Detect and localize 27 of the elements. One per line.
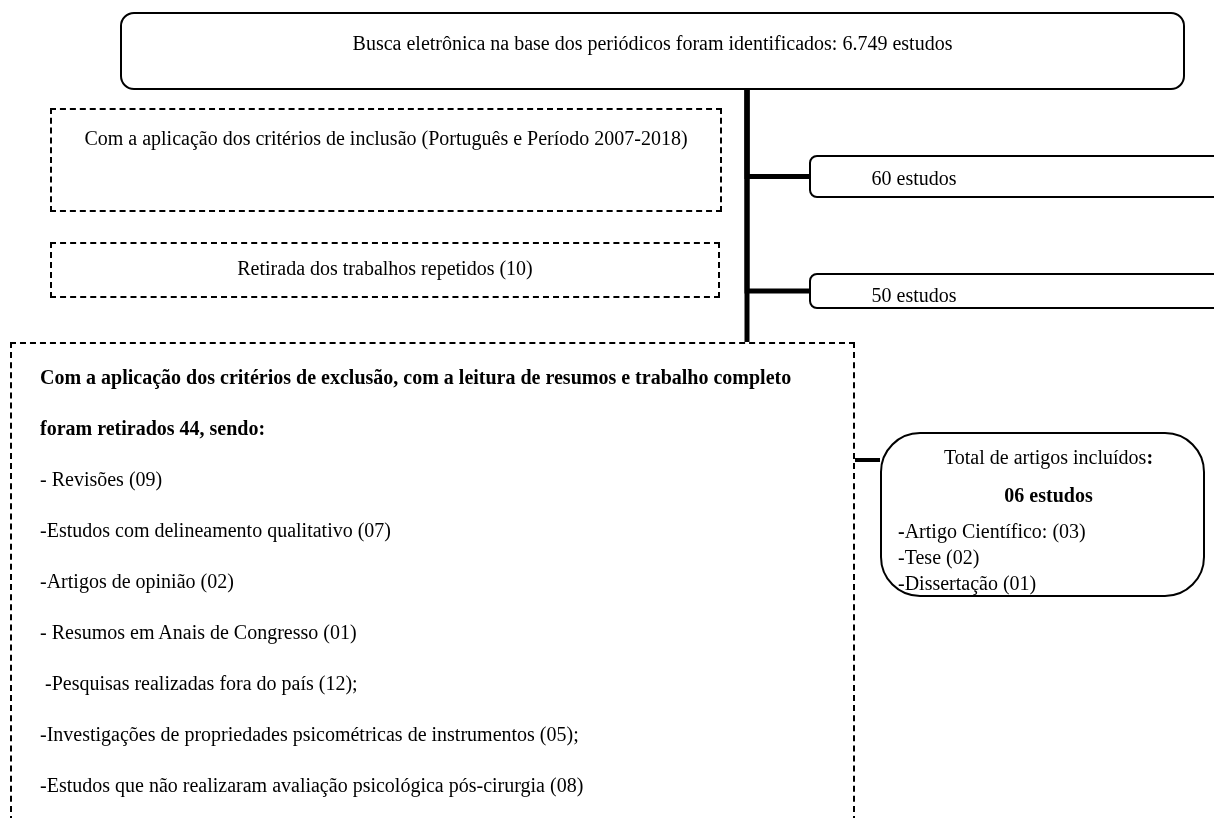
connector-line <box>855 458 880 462</box>
list-item: -Pesquisas realizadas fora do país (12); <box>44 671 359 697</box>
node-text: Com a aplicação dos critérios de inclusão (Português e Período 2007-2018) <box>83 126 689 152</box>
heading-text: Total de artigos incluídos: <box>942 445 1155 470</box>
rounded-box <box>809 155 1214 198</box>
dashed-box <box>10 342 855 818</box>
node-text: 50 estudos <box>870 283 958 308</box>
list-item: -Dissertação (01) <box>898 571 1038 596</box>
node-text: Retirada dos trabalhos repetidos (10) <box>236 256 534 282</box>
dashed-box <box>50 242 720 298</box>
rounded-box <box>120 12 1185 90</box>
dashed-box <box>50 108 722 212</box>
list-item: -Estudos com delineamento qualitativo (07) <box>40 518 393 544</box>
rounded-box <box>809 273 1214 309</box>
list-item: -Tese (02) <box>898 545 981 570</box>
list-item: - Revisões (09) <box>40 467 164 493</box>
list-item: - Resumos em Anais de Congresso (01) <box>40 620 358 646</box>
total-count: 06 estudos <box>1003 483 1094 508</box>
list-item: -Artigo Científico: (03) <box>898 519 1087 544</box>
node-text: 60 estudos <box>870 166 958 191</box>
list-item: -Artigos de opinião (02) <box>40 569 235 595</box>
heading-text: Com a aplicação dos critérios de exclusão, com a leitura de resumos e trabalho completo foram retirados 44, sendo: <box>40 365 793 441</box>
list-item: -Estudos que não realizaram avaliação psicológica pós-cirurgia (08) <box>40 773 585 799</box>
connector-line <box>744 90 750 342</box>
list-item: -Investigações de propriedades psicométricas de instrumentos (05); <box>40 722 580 748</box>
node-text: Busca eletrônica na base dos periódicos foram identificados: 6.749 estudos <box>351 31 954 57</box>
rounded-box <box>880 432 1205 597</box>
